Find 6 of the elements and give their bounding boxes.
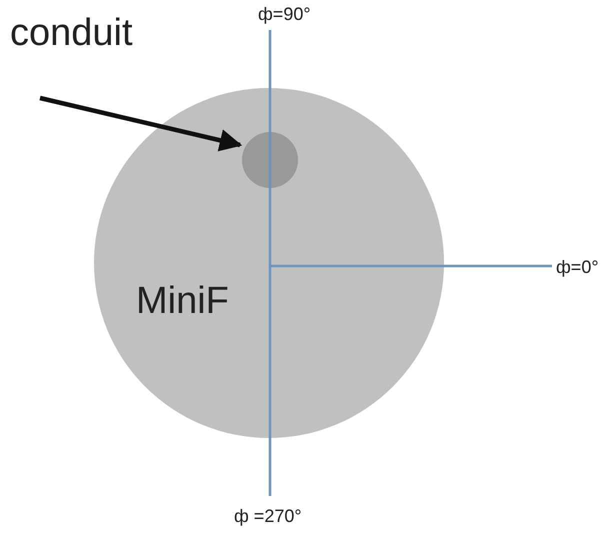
angle-label: ф=90°: [258, 4, 311, 25]
angle-label: ф =270°: [234, 506, 302, 527]
conduit-label: conduit: [10, 12, 133, 55]
angle-label: ф=0°: [556, 257, 599, 278]
detector-label: MiniF: [136, 280, 229, 323]
leader-arrow: [39, 96, 242, 152]
